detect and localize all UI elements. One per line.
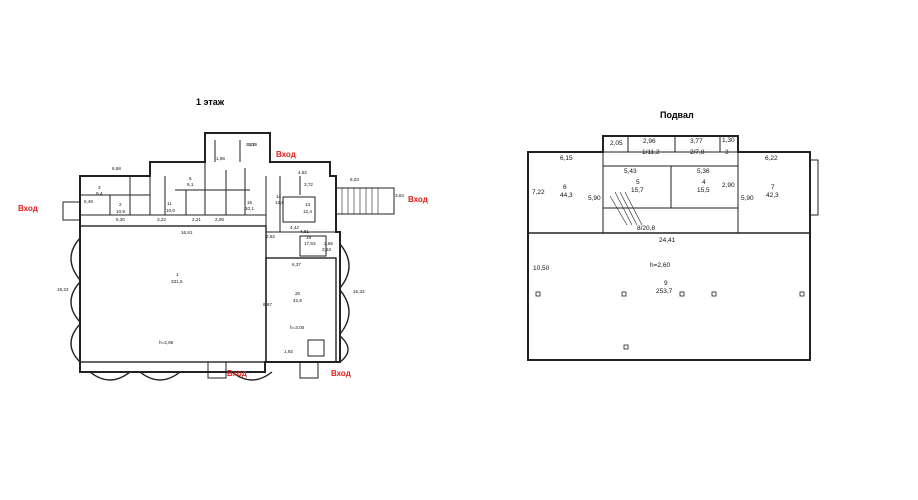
dim-label: 10,50 — [533, 265, 550, 272]
dim-label: 16,81 — [181, 230, 193, 235]
room-area: 12,4 — [303, 209, 312, 214]
room-number: 5 — [189, 176, 192, 181]
floor1-staircase — [335, 187, 395, 215]
dim-label: 5,90 — [588, 195, 601, 202]
entry-label-top: Вход — [276, 150, 296, 159]
room-number: 20 — [295, 291, 301, 296]
dim-label: 2,66 — [324, 241, 333, 246]
dim-label: 5,43 — [624, 168, 637, 175]
dim-label: 2,96 — [643, 138, 656, 145]
dim-label: 7,22 — [532, 189, 545, 196]
dim-label: 3,63 — [395, 193, 404, 198]
room-number: 9 — [664, 280, 668, 287]
dim-label: 4,61 — [300, 229, 309, 234]
room-area: 2/7,8 — [690, 149, 705, 156]
dim-label: 6,22 — [765, 155, 778, 162]
dim-label: 4,42 — [290, 225, 299, 230]
dim-label: 6,48 — [84, 199, 93, 204]
basement-outer-wall — [527, 135, 811, 361]
room-area: 253,7 — [656, 288, 673, 295]
room-area: 1/11,2 — [642, 149, 660, 156]
floor1-room-20 — [265, 257, 337, 363]
dim-label: 1,30 — [722, 137, 735, 144]
entry-label-bottom-right: Вход — [331, 369, 351, 378]
room-number: 11 — [167, 201, 172, 206]
dim-label: 2,90 — [722, 182, 735, 189]
room-number: 14 — [276, 194, 282, 199]
floor1-title: 1 этаж — [196, 97, 225, 107]
basement-title: Подвал — [660, 110, 694, 120]
dim-label: 24,41 — [659, 237, 676, 244]
room-area: 15,5 — [697, 187, 710, 194]
floor1-outer-wall — [79, 132, 341, 373]
room-number: 3 — [98, 185, 101, 190]
dim-label: 2,62 — [266, 234, 275, 239]
entry-label-left: Вход — [18, 204, 38, 213]
room-area: 10,6 — [166, 208, 175, 213]
entry-label-bottom-center: Вход — [227, 369, 247, 378]
room-number: 7 — [771, 184, 775, 191]
room-area: 44,3 — [560, 192, 573, 199]
dim-label: 2,21 — [192, 217, 201, 222]
room-area: 10,1 — [245, 206, 254, 211]
room-area: 42,3 — [766, 192, 779, 199]
room-height: h=2,96 — [159, 340, 174, 345]
dim-label: 6,37 — [292, 262, 301, 267]
dim-label: 2,05 — [610, 140, 623, 147]
basement-plan — [527, 135, 819, 361]
room-area: 10,9 — [116, 209, 125, 214]
room-number: 4 — [702, 179, 706, 186]
dim-label: 6,03 — [350, 177, 359, 182]
dim-label: 3,22 — [157, 217, 166, 222]
room-number: 15 — [247, 200, 253, 205]
dim-label: 15,33 — [353, 289, 365, 294]
dim-label: 5,30 — [116, 217, 125, 222]
room-area: 9,4 — [96, 191, 103, 196]
room-number: 19 — [306, 235, 312, 240]
room-number: 2 — [119, 202, 122, 207]
room-area: 12,6 — [275, 200, 284, 205]
dim-label: 6,15 — [560, 155, 573, 162]
dim-label: 6,68 — [112, 166, 121, 171]
room-area: 15,7 — [631, 187, 644, 194]
room-area: 6,1 — [187, 182, 194, 187]
dim-label: 5,90 — [741, 195, 754, 202]
dim-label: 6,67 — [263, 302, 272, 307]
room-number: 6 — [563, 184, 567, 191]
dim-label: 3,72 — [304, 182, 313, 187]
room-height: h=2,60 — [650, 262, 671, 269]
room-height: h=3,00 — [290, 325, 305, 330]
room-number: 1 — [176, 272, 179, 277]
room-area: 3 — [725, 149, 729, 156]
dim-label: 3,77 — [690, 138, 703, 145]
dim-label: 2,06 — [215, 217, 224, 222]
dim-label: 9,19 — [248, 142, 257, 147]
room-area: 17,63 — [304, 241, 316, 246]
dim-label: 8/20,8 — [637, 225, 656, 232]
dim-label: 19,22 — [57, 287, 69, 292]
room-number: 13 — [305, 202, 311, 207]
floor1-plan — [62, 132, 395, 381]
dim-label: 1,96 — [216, 156, 225, 161]
dim-label: 5,36 — [697, 168, 710, 175]
room-area: 331,5 — [171, 279, 183, 284]
room-area: 42,8 — [293, 298, 302, 303]
entry-label-right: Вход — [408, 195, 428, 204]
dim-label: 3,63 — [322, 247, 331, 252]
room-number: 5 — [636, 179, 640, 186]
dim-label: 4,82 — [298, 170, 307, 175]
dim-label: 2,22 — [246, 142, 255, 147]
dim-label: 1,92 — [284, 349, 293, 354]
